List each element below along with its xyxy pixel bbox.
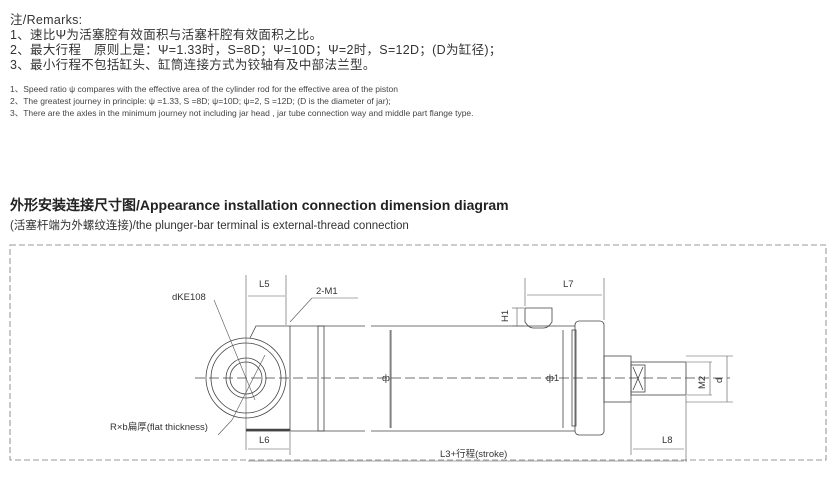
dimension-lines bbox=[213, 275, 733, 462]
remark-cn-1: 1、速比Ψ为活塞腔有效面积与活塞杆腔有效面积之比。 bbox=[10, 28, 323, 42]
label-phi: ф bbox=[382, 373, 390, 384]
label-flat-thickness: R×b扁厚(flat thickness) bbox=[110, 421, 208, 433]
remark-en-1: 1、Speed ratio ψ compares with the effect… bbox=[10, 84, 398, 94]
remark-en-2: 2、The greatest journey in principle: ψ =… bbox=[10, 96, 391, 106]
label-m2: M2 bbox=[697, 376, 708, 389]
label-dke108: dKE108 bbox=[172, 292, 206, 303]
diagram-frame bbox=[9, 244, 827, 461]
label-h1: H1 bbox=[500, 310, 511, 322]
section-title: 外形安装连接尺寸图/Appearance installation connec… bbox=[10, 197, 509, 213]
rod-eye bbox=[205, 325, 291, 432]
section-subtitle: (活塞杆端为外螺纹连接)/the plunger-bar terminal is… bbox=[10, 220, 409, 232]
label-2-m1: 2-M1 bbox=[316, 286, 338, 297]
label-l5: L5 bbox=[259, 279, 270, 290]
remarks-title: 注/Remarks: bbox=[10, 13, 83, 27]
remark-cn-3: 3、最小行程不包括缸头、缸筒连接方式为铰轴有及中部法兰型。 bbox=[10, 58, 376, 72]
label-l8: L8 bbox=[662, 435, 673, 446]
remark-cn-2: 2、最大行程 原则上是：Ψ=1.33时，S=8D；Ψ=10D；Ψ=2时，S=12… bbox=[10, 43, 502, 57]
label-phi1: ф1 bbox=[546, 373, 559, 384]
piston-rod bbox=[603, 355, 687, 403]
label-l3-stroke: L3+行程(stroke) bbox=[440, 448, 507, 460]
label-l7: L7 bbox=[563, 279, 574, 290]
remark-en-3: 3、There are the axles in the minimum jou… bbox=[10, 108, 474, 118]
label-l6: L6 bbox=[259, 435, 270, 446]
label-d: d bbox=[714, 378, 725, 383]
barrel bbox=[290, 307, 605, 436]
